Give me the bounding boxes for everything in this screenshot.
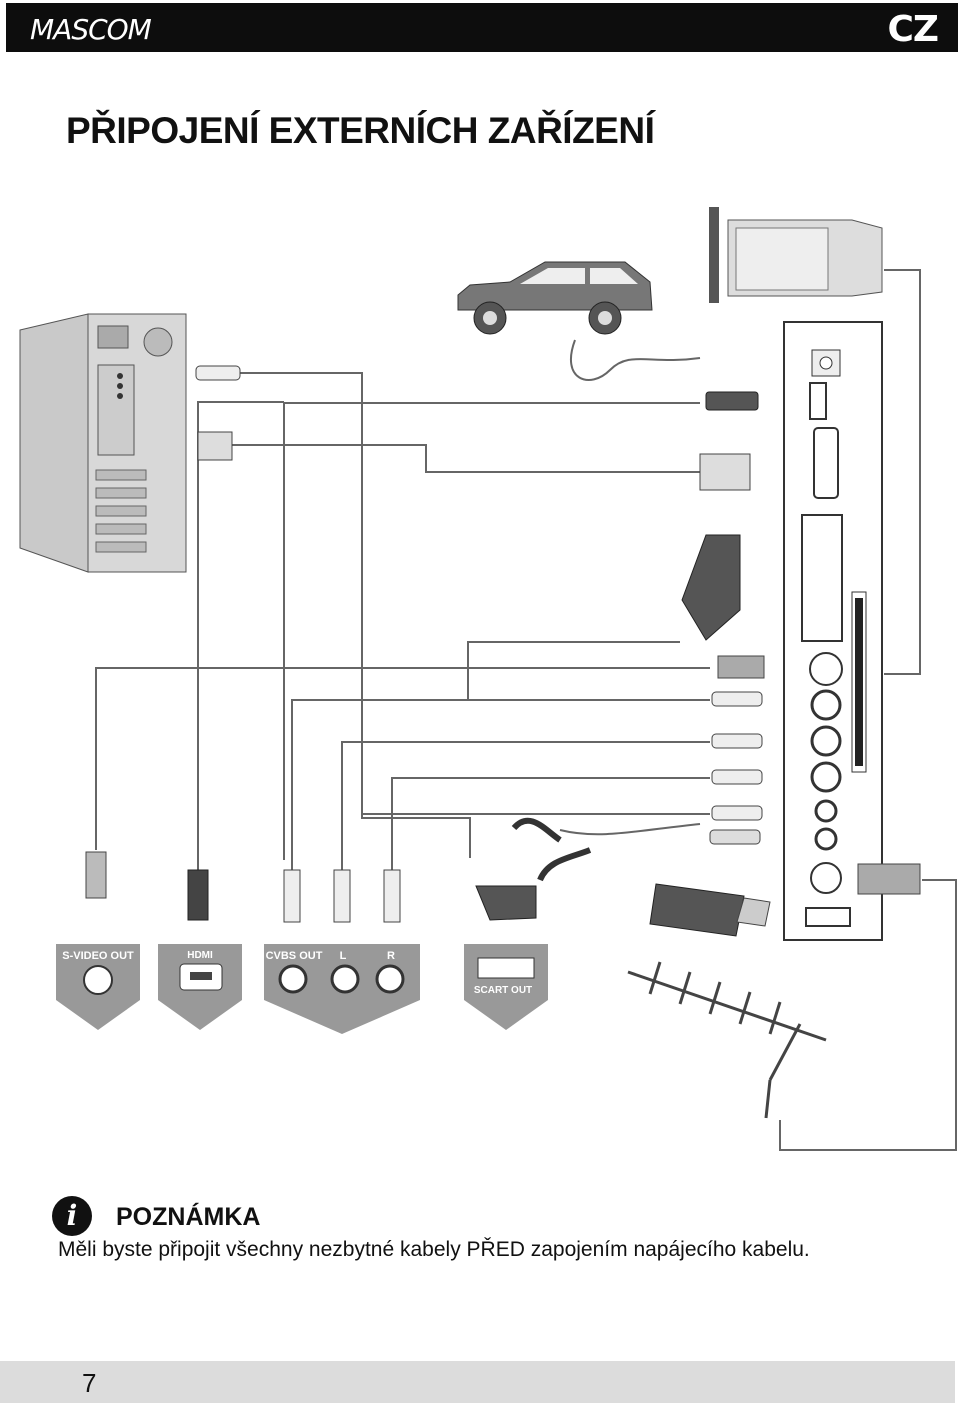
scart-out-panel: SCART OUT xyxy=(464,944,548,1030)
usb-stick-icon xyxy=(649,883,771,937)
connector-plugs xyxy=(85,365,921,923)
svideo-out-label: S-VIDEO OUT xyxy=(62,950,134,962)
cable-lines xyxy=(95,269,957,1151)
page-number: 7 xyxy=(82,1368,97,1398)
headphones-icon xyxy=(511,817,592,882)
right-audio-label: R xyxy=(387,950,395,962)
antenna-icon xyxy=(627,961,827,1119)
note-title: POZNÁMKA xyxy=(116,1203,261,1231)
language-code: CZ xyxy=(887,9,939,50)
cvbs-out-label: CVBS OUT xyxy=(266,950,323,962)
brand-logo: MASCOM xyxy=(30,13,152,46)
footer-bar xyxy=(0,1361,955,1403)
ci-card-icon xyxy=(709,207,883,303)
scart-out-label: SCART OUT xyxy=(474,985,532,996)
header-bar: MASCOM CZ xyxy=(6,3,958,52)
page-title: PŘIPOJENÍ EXTERNÍCH ZAŘÍZENÍ xyxy=(66,110,655,151)
car-icon xyxy=(457,261,653,335)
cvbs-out-panel: CVBS OUT L R xyxy=(264,944,420,1034)
hdmi-label: HDMI xyxy=(187,950,213,961)
connection-diagram: S-VIDEO OUT HDMI CVBS OUT L R SCART OUT xyxy=(19,207,957,1151)
svideo-out-panel: S-VIDEO OUT xyxy=(56,944,140,1030)
hdmi-panel: HDMI xyxy=(158,944,242,1030)
left-audio-label: L xyxy=(340,950,347,962)
pc-tower-icon xyxy=(19,313,187,573)
info-icon: i xyxy=(52,1196,92,1236)
note-text: Měli byste připojit všechny nezbytné kab… xyxy=(58,1238,810,1261)
tv-back-panel xyxy=(783,321,883,941)
